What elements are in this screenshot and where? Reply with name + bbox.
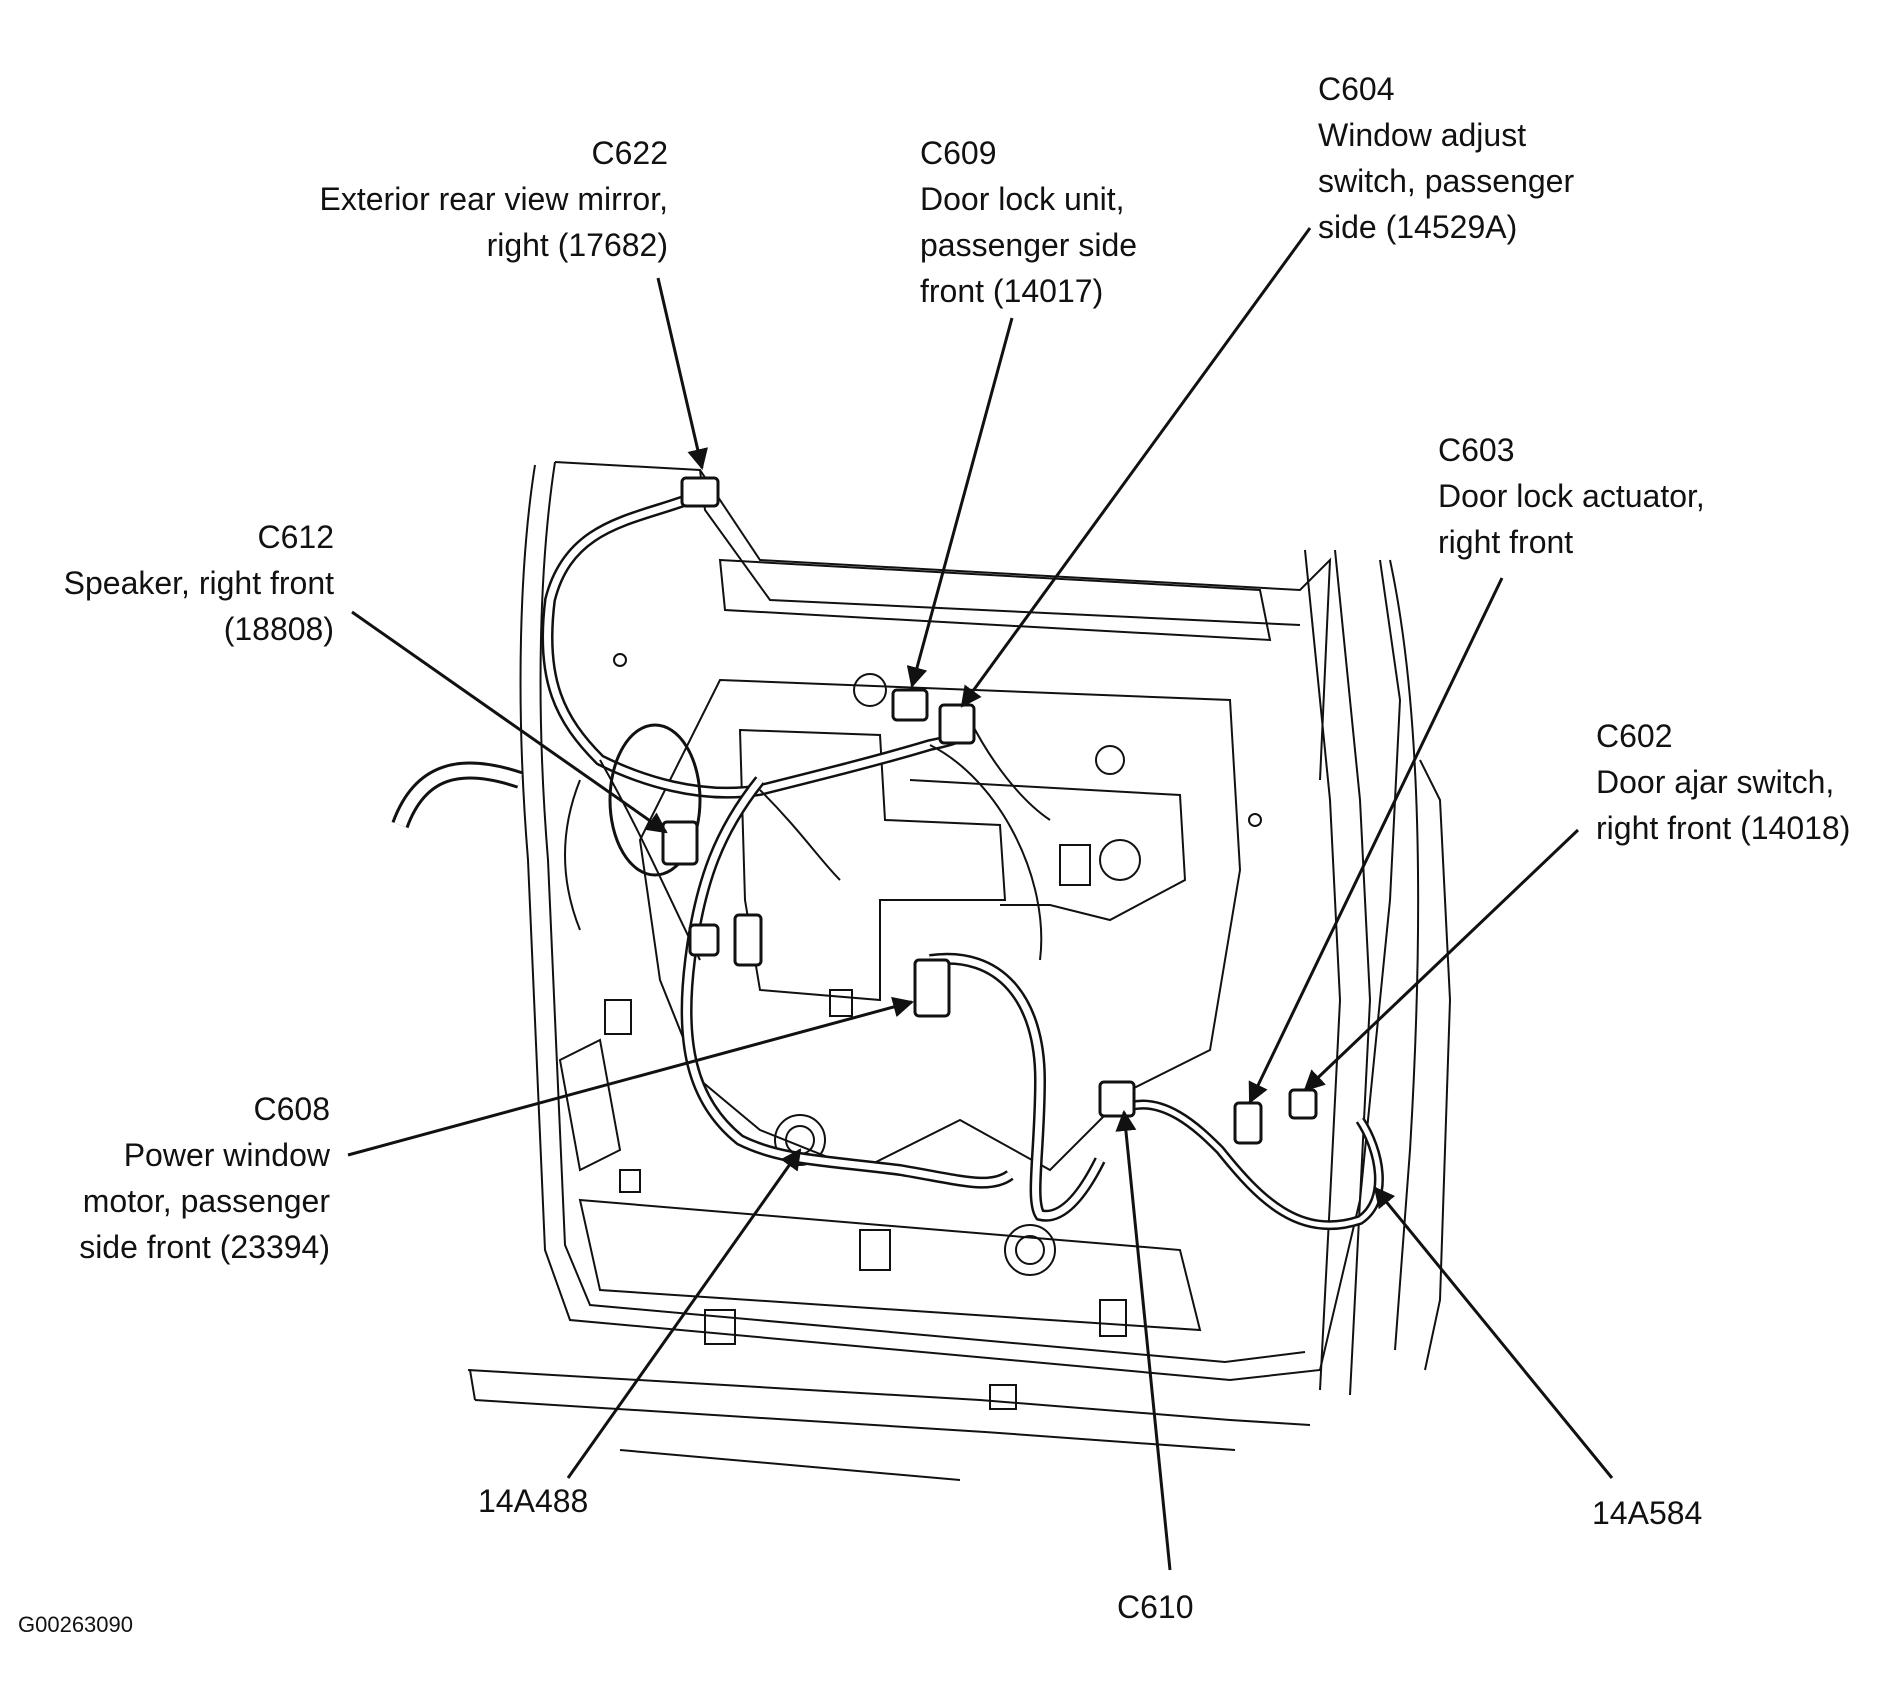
callout-14a584: 14A584 — [1592, 1490, 1702, 1536]
callout-14a584-code: 14A584 — [1592, 1495, 1703, 1531]
callout-c603: C603 Door lock actuator, right front — [1438, 427, 1705, 565]
callout-c622-line1: Exterior rear view mirror, — [319, 181, 669, 217]
leader-c612 — [351, 610, 668, 834]
leader-arrows — [347, 227, 1614, 1571]
callout-c602-code: C602 — [1596, 718, 1673, 754]
callout-c622-code: C622 — [591, 135, 669, 171]
callout-c604-line2: switch, passenger — [1318, 163, 1575, 199]
figure-id: G00263090 — [18, 1612, 133, 1637]
callout-c608-line1: Power window — [123, 1137, 330, 1173]
callout-c604-line1: Window adjust — [1318, 117, 1527, 153]
callout-c609-code: C609 — [920, 135, 997, 171]
callout-c602: C602 Door ajar switch, right front (1401… — [1596, 713, 1850, 851]
connector-c603 — [1233, 1101, 1263, 1145]
callout-c602-line1: Door ajar switch, — [1596, 764, 1835, 800]
callout-c608-line2: motor, passenger — [82, 1183, 330, 1219]
callout-c609-line1: Door lock unit, — [920, 181, 1125, 217]
callout-14a488-code: 14A488 — [478, 1483, 589, 1519]
connectors — [661, 476, 1318, 1145]
leader-c604 — [960, 227, 1312, 708]
connector-c612 — [661, 820, 699, 866]
leader-c610 — [1115, 1109, 1172, 1571]
callout-c603-code: C603 — [1438, 432, 1515, 468]
callout-c609-line3: front (14017) — [920, 273, 1104, 309]
wiring-harness — [391, 489, 1384, 1231]
callout-c608-code: C608 — [253, 1091, 331, 1127]
connector-c610 — [1098, 1080, 1136, 1118]
connector-c604 — [938, 703, 976, 745]
connector-c608 — [913, 958, 951, 1018]
callout-c609: C609 Door lock unit, passenger side fron… — [920, 130, 1137, 314]
callout-c608: C608 Power window motor, passenger side … — [79, 1086, 330, 1270]
callout-c602-line2: right front (14018) — [1596, 810, 1851, 846]
callout-c603-line1: Door lock actuator, — [1438, 478, 1705, 514]
callout-c612-code: C612 — [257, 519, 335, 555]
callout-c622-line2: right (17682) — [486, 227, 668, 263]
leader-c602 — [1303, 828, 1580, 1092]
callout-c610: C610 — [1117, 1584, 1194, 1630]
leader-c622 — [656, 277, 708, 471]
callout-c612-line1: Speaker, right front — [63, 565, 334, 601]
callout-c622: C622 Exterior rear view mirror, right (1… — [320, 130, 669, 268]
callout-c608-line3: side front (23394) — [79, 1229, 330, 1265]
leader-c609 — [906, 317, 1014, 689]
callout-c604-line3: side (14529A) — [1318, 209, 1518, 245]
connector-c602 — [1288, 1088, 1318, 1120]
leader-14a584 — [1373, 1186, 1614, 1479]
leader-c603 — [1248, 577, 1504, 1104]
leader-c608 — [347, 996, 915, 1157]
callout-c603-line2: right front — [1438, 524, 1574, 560]
callout-c610-code: C610 — [1117, 1589, 1194, 1625]
callout-c604-code: C604 — [1318, 71, 1395, 107]
door-panel-outline — [467, 461, 1452, 1481]
callout-c612-line2: (18808) — [223, 611, 334, 647]
callout-c609-line2: passenger side — [920, 227, 1138, 263]
connector-c622 — [680, 476, 720, 508]
leader-14a488 — [566, 1148, 802, 1479]
callout-c612: C612 Speaker, right front (18808) — [64, 514, 334, 652]
callout-c604: C604 Window adjust switch, passenger sid… — [1318, 66, 1574, 250]
connector-c609 — [891, 688, 929, 722]
callout-14a488: 14A488 — [478, 1478, 588, 1524]
